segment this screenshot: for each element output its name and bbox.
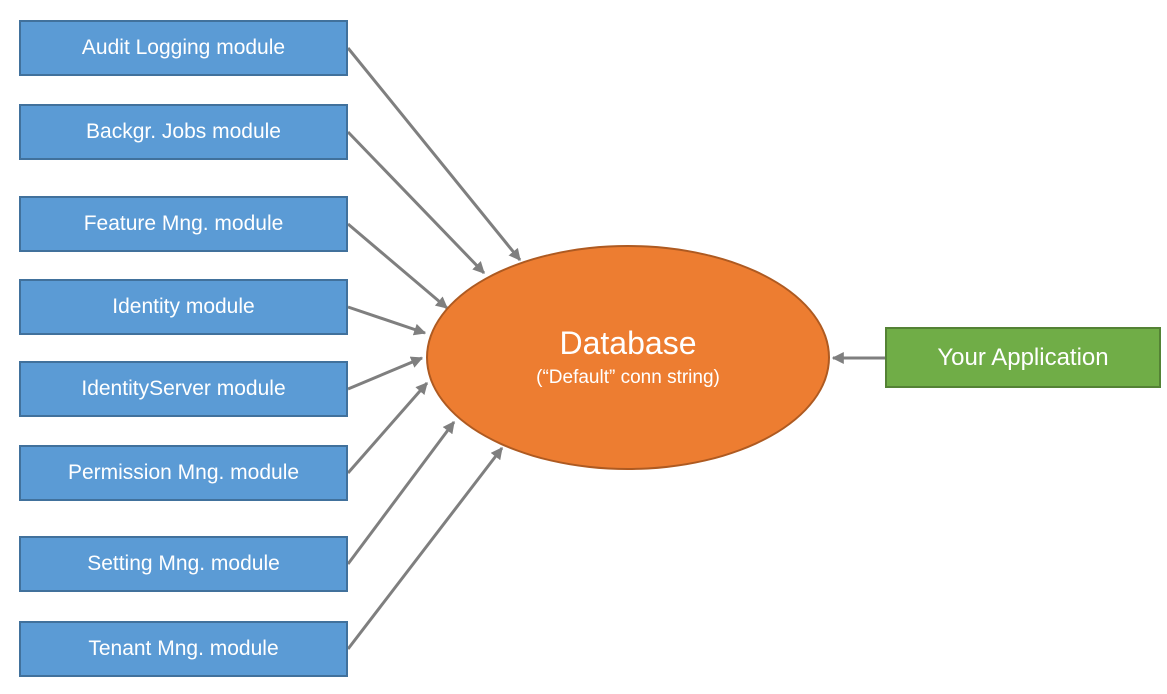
application-box: Your Application (885, 327, 1161, 388)
connector-arrow-identityserver (347, 356, 424, 391)
module-label: Audit Logging module (81, 36, 286, 60)
module-box-identity: Identity module (19, 279, 348, 335)
module-box-identityserver: IdentityServer module (19, 361, 348, 417)
connector-arrow-audit-logging (346, 47, 522, 261)
connector-arrow-backgr-jobs (346, 130, 486, 275)
connector-arrow-tenant-mng (346, 447, 504, 650)
connector-arrow-feature-mng (347, 222, 448, 310)
connector-arrow-setting-mng (346, 421, 456, 565)
module-label: Feature Mng. module (83, 212, 284, 236)
database-title: Database (559, 324, 697, 361)
database-ellipse: Database (“Default” conn string) (426, 245, 830, 470)
connector-arrow-permission-mng (346, 382, 429, 474)
connector-arrow-identity (347, 305, 427, 336)
module-box-tenant-mng: Tenant Mng. module (19, 621, 348, 677)
module-label: Backgr. Jobs module (86, 120, 281, 144)
module-label: IdentityServer module (81, 377, 286, 401)
module-box-setting-mng: Setting Mng. module (19, 536, 348, 592)
module-box-feature-mng: Feature Mng. module (19, 196, 348, 252)
module-label: Identity module (112, 295, 255, 319)
module-label: Permission Mng. module (67, 461, 300, 485)
application-label: Your Application (937, 343, 1109, 371)
module-label: Tenant Mng. module (88, 637, 279, 661)
module-box-audit-logging: Audit Logging module (19, 20, 348, 76)
module-label: Setting Mng. module (87, 552, 280, 576)
module-box-permission-mng: Permission Mng. module (19, 445, 348, 501)
module-box-backgr-jobs: Backgr. Jobs module (19, 104, 348, 160)
database-subtitle: (“Default” conn string) (536, 366, 720, 388)
